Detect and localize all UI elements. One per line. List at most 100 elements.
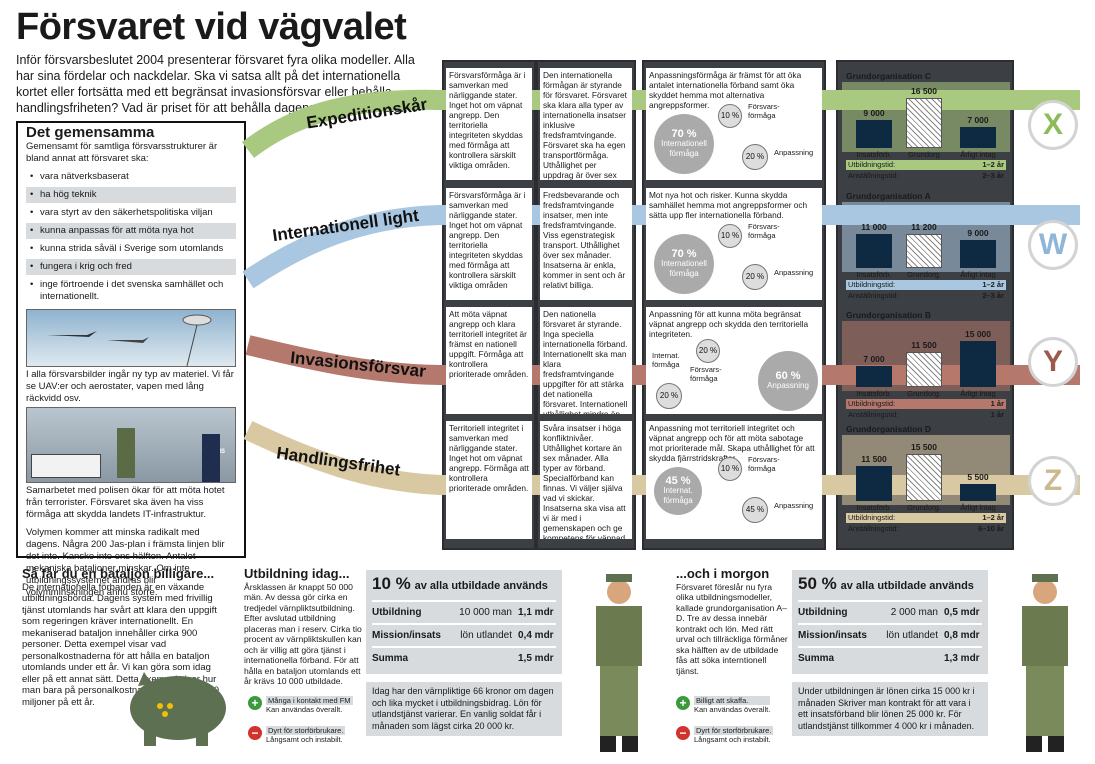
training-value: 1–2 år — [982, 160, 1004, 169]
bataljon-section: Så får du en bataljon billigare... De in… — [22, 566, 230, 708]
idag-title: Utbildning idag... — [244, 566, 350, 581]
big-circle: 45 %Internat. förmåga — [654, 467, 702, 515]
table-cell: Mission/insats — [372, 630, 441, 641]
employment-label: Anställningstid: — [848, 410, 899, 419]
idag-pct: 10 % — [372, 574, 411, 593]
police-image: POLIS — [26, 407, 236, 483]
table-cell: 10 000 man — [459, 607, 512, 618]
bar — [906, 98, 942, 148]
cell-international: Svåra insatser i höga konfliktnivåer. Ut… — [540, 421, 632, 539]
soldier-icon — [1022, 574, 1068, 752]
big-circle: 70 %Internationell förmåga — [654, 234, 714, 294]
cell-international: Fredsbevarande och fredsframtvingande in… — [540, 188, 632, 300]
small-circle: 45 % — [742, 497, 768, 523]
bar-value: 7 000 — [863, 354, 885, 364]
bar — [856, 234, 892, 268]
small-circle: 10 % — [718, 104, 742, 128]
list-item: vara styrt av den säkerhetspolitiska vil… — [26, 205, 236, 221]
bar-label: Årligt intag — [960, 389, 996, 398]
morgon-plus: Billigt att skaffa.Kan användas överallt… — [694, 696, 771, 714]
employment-value: 2–3 år — [982, 171, 1004, 180]
page-title: Försvaret vid vägvalet — [16, 6, 407, 48]
minus-icon: − — [248, 726, 262, 740]
bar-label: Insatsförb. — [856, 503, 892, 512]
morgon-head: av alla utbildade används — [840, 580, 974, 592]
table-cell: Utbildning — [798, 607, 848, 618]
minus-icon: − — [676, 726, 690, 740]
caption-polis: Samarbetet med polisen ökar för att möta… — [26, 485, 225, 520]
morgon-pct: 50 % — [798, 574, 837, 593]
employment-label: Anställningstid: — [848, 291, 899, 300]
adaptation-text: Anpassning mot territoriell integritet o… — [649, 423, 815, 463]
caption-materiel: I alla försvarsbilder ingår ny typ av ma… — [26, 369, 234, 404]
small-circle: 10 % — [718, 224, 742, 248]
bar-label: Årligt intag — [960, 150, 996, 159]
bar-label: Årligt intag — [960, 503, 996, 512]
morgon-table: 50 % av alla utbildade används Utbildnin… — [792, 570, 988, 674]
employment-value: 2–3 år — [982, 291, 1004, 300]
training-row — [846, 280, 1006, 290]
bar-value: 11 500 — [911, 340, 937, 350]
bar — [906, 234, 942, 268]
common-list: vara nätverksbaserat ha hög teknik vara … — [26, 169, 236, 305]
training-value: 1–2 år — [982, 513, 1004, 522]
uav-image — [26, 309, 236, 367]
training-row — [846, 160, 1006, 170]
big-circle: 60 %Anpassning — [758, 351, 818, 411]
bar-label: Grundorg. — [907, 503, 941, 512]
small-circle-label: Anpassning — [774, 268, 814, 277]
table-cell: 1,1 mdr — [518, 607, 554, 618]
employment-label: Anställningstid: — [848, 524, 899, 533]
idag-head: av alla utbildade används — [414, 580, 548, 592]
org-title: Grundorganisation D — [846, 424, 931, 434]
small-circle-label: Internat. förmåga — [652, 351, 680, 369]
bar-value: 9 000 — [863, 108, 885, 118]
idag-minus: Dyrt för storförbrukare.Långsamt och ins… — [266, 726, 346, 744]
org-title: Grundorganisation A — [846, 191, 931, 201]
bataljon-text: De internationella förbanden är en växan… — [22, 581, 219, 708]
small-circle: 20 % — [696, 339, 720, 363]
bar-label: Årligt intag — [960, 270, 996, 279]
adaptation-text: Anpassning för att kunna möta begränsat … — [649, 309, 809, 339]
idag-note: Idag har den värnpliktige 66 kronor om d… — [366, 682, 562, 736]
bar — [906, 454, 942, 501]
bar-value: 16 500 — [911, 86, 937, 96]
employment-label: Anställningstid: — [848, 171, 899, 180]
bar — [960, 240, 996, 268]
table-cell: Utbildning — [372, 607, 422, 618]
bataljon-title: Så får du en bataljon billigare... — [22, 566, 215, 581]
training-value: 1–2 år — [982, 280, 1004, 289]
list-item: ha hög teknik — [26, 187, 236, 203]
letter-badge: X — [1028, 100, 1078, 150]
bar-label: Grundorg. — [907, 389, 941, 398]
training-row — [846, 399, 1006, 409]
small-circle-label: Anpassning — [774, 148, 814, 157]
training-label: Utbildningstid: — [848, 399, 896, 408]
list-item: vara nätverksbaserat — [26, 169, 236, 185]
list-item: kunna strida såväl i Sverige som utomlan… — [26, 241, 236, 257]
training-value: 1 år — [990, 399, 1004, 408]
small-circle-label: Försvars-förmåga — [748, 102, 780, 120]
small-circle: 20 % — [656, 383, 682, 409]
small-circle-label: Anpassning — [774, 501, 814, 510]
cell-defense: Att möta väpnat angrepp och klara territ… — [446, 307, 532, 414]
adaptation-text: Anpassningsförmåga är främst för att öka… — [649, 70, 802, 110]
intro-text: Inför försvarsbeslutet 2004 presenterar … — [16, 53, 419, 115]
cell-defense: Territoriell integritet i samverkan med … — [446, 421, 532, 539]
letter-badge: W — [1028, 220, 1078, 270]
bar-value: 9 000 — [967, 228, 989, 238]
small-circle: 20 % — [742, 144, 768, 170]
list-item: inge förtroende i det svenska samhället … — [26, 277, 236, 305]
common-text: Gemensamt för samtliga försvarsstrukture… — [26, 141, 218, 164]
idag-table: 10 % av alla utbildade används Utbildnin… — [366, 570, 562, 674]
idag-text: Årsklassen är knappt 50 000 män. Av dess… — [244, 581, 362, 687]
small-circle: 10 % — [718, 457, 742, 481]
org-title: Grundorganisation C — [846, 71, 931, 81]
table-cell: Summa — [372, 653, 409, 664]
bar-value: 5 500 — [967, 472, 989, 482]
plus-icon: + — [676, 696, 690, 710]
morgon-text: Försvaret föreslår nu fyra olika utbildn… — [676, 581, 788, 676]
list-item: fungera i krig och fred — [26, 259, 236, 275]
table-cell: Mission/insats — [798, 630, 867, 641]
small-circle: 20 % — [742, 264, 768, 290]
